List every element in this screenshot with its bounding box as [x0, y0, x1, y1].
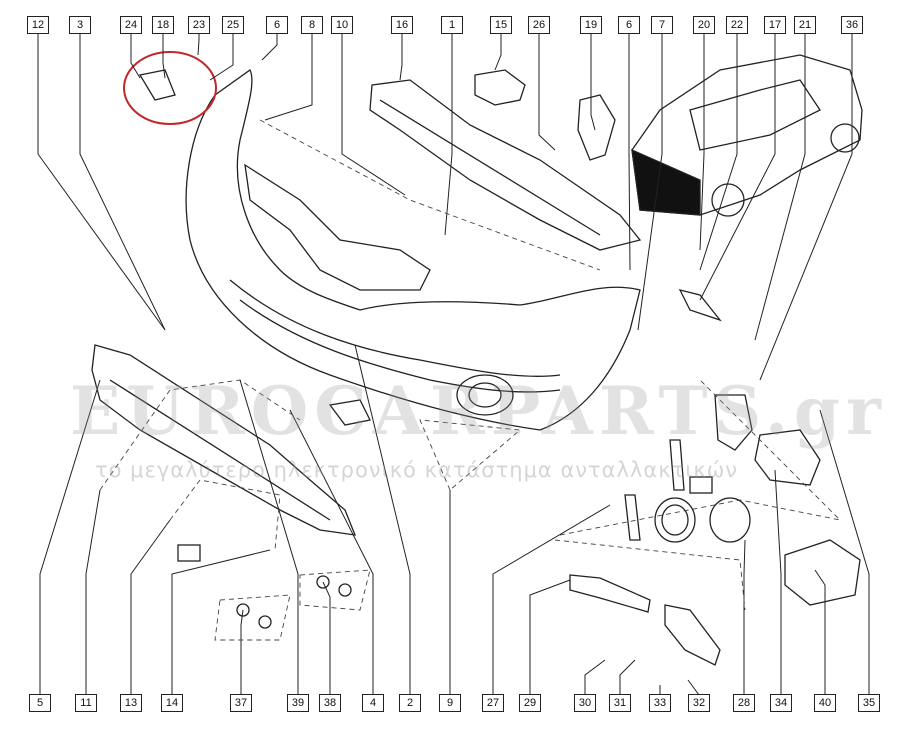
leader-line-14 [171, 549, 271, 694]
leader-line-28 [743, 539, 746, 694]
leader-line-11 [85, 489, 101, 694]
callout-label-16[interactable]: 16 [391, 16, 413, 34]
leader-line-1 [444, 34, 453, 236]
lower-spoiler [91, 344, 357, 536]
callout-label-32[interactable]: 32 [688, 694, 710, 712]
bracket-28 [664, 604, 721, 666]
callout-label-22[interactable]: 22 [726, 16, 748, 34]
callout-label-3[interactable]: 3 [69, 16, 91, 34]
highlight-circle [123, 51, 217, 125]
clip-box [784, 539, 861, 606]
callout-label-6[interactable]: 6 [618, 16, 640, 34]
leader-line-37 [240, 609, 244, 694]
callout-label-33[interactable]: 33 [649, 694, 671, 712]
upper-grille [244, 163, 431, 291]
leader-line-26 [538, 34, 556, 151]
callout-label-37[interactable]: 37 [230, 694, 252, 712]
callout-label-40[interactable]: 40 [814, 694, 836, 712]
callout-label-15[interactable]: 15 [490, 16, 512, 34]
leader-line-5 [39, 379, 101, 694]
callout-label-7[interactable]: 7 [651, 16, 673, 34]
leader-line-10 [341, 34, 406, 196]
leader-line-19 [590, 34, 596, 131]
callout-label-5[interactable]: 5 [29, 694, 51, 712]
leader-lines [37, 34, 870, 700]
leader-line-35 [819, 409, 870, 694]
leader-line-6 [261, 34, 278, 61]
callout-label-12[interactable]: 12 [27, 16, 49, 34]
callout-label-10[interactable]: 10 [331, 16, 353, 34]
leader-line-3 [79, 34, 166, 331]
leader-line-13 [130, 519, 171, 694]
leader-line-7 [637, 34, 663, 331]
dashed-assembly-lines [99, 119, 842, 641]
callout-label-18[interactable]: 18 [152, 16, 174, 34]
leader-line-4 [289, 409, 374, 694]
leader-line-36 [759, 34, 853, 381]
callout-label-6[interactable]: 6 [266, 16, 288, 34]
callout-label-4[interactable]: 4 [362, 694, 384, 712]
callout-label-20[interactable]: 20 [693, 16, 715, 34]
callout-label-29[interactable]: 29 [519, 694, 541, 712]
leader-line-24 [130, 34, 141, 79]
energy-absorber [369, 79, 642, 251]
leader-line-15 [494, 34, 502, 71]
callout-label-30[interactable]: 30 [574, 694, 596, 712]
callout-label-1[interactable]: 1 [441, 16, 463, 34]
leader-line-2 [354, 344, 411, 694]
bracket-19 [577, 94, 616, 161]
callout-label-35[interactable]: 35 [858, 694, 880, 712]
leader-line-21 [754, 34, 806, 341]
callout-label-39[interactable]: 39 [287, 694, 309, 712]
callout-label-28[interactable]: 28 [733, 694, 755, 712]
callout-label-19[interactable]: 19 [580, 16, 602, 34]
leader-line-38 [322, 581, 331, 694]
foglamp [714, 394, 753, 451]
callout-label-14[interactable]: 14 [161, 694, 183, 712]
leader-line-30 [584, 659, 606, 694]
leader-line-40 [814, 569, 826, 694]
callout-label-38[interactable]: 38 [319, 694, 341, 712]
callout-label-21[interactable]: 21 [794, 16, 816, 34]
callout-label-17[interactable]: 17 [764, 16, 786, 34]
callout-label-27[interactable]: 27 [482, 694, 504, 712]
leader-line-16 [399, 34, 403, 81]
callout-label-36[interactable]: 36 [841, 16, 863, 34]
bumper-cover [185, 69, 641, 431]
leader-line-25 [209, 34, 234, 81]
bumper-parts [91, 51, 863, 666]
watermark-brand: EUROCARPARTS.gr [70, 372, 887, 450]
leader-line-39 [239, 379, 299, 694]
callout-label-26[interactable]: 26 [528, 16, 550, 34]
callout-label-2[interactable]: 2 [399, 694, 421, 712]
leader-line-27 [492, 504, 611, 694]
callout-label-34[interactable]: 34 [770, 694, 792, 712]
callout-label-13[interactable]: 13 [120, 694, 142, 712]
callout-label-11[interactable]: 11 [75, 694, 97, 712]
callout-label-8[interactable]: 8 [301, 16, 323, 34]
leader-line-34 [774, 469, 782, 694]
leader-line-29 [529, 579, 571, 694]
leader-line-23 [197, 34, 200, 56]
callout-label-23[interactable]: 23 [188, 16, 210, 34]
watermark-tagline: το μεγαλύτερο ηλεκτρονικό κατάστημα αντα… [95, 458, 739, 482]
callout-label-24[interactable]: 24 [120, 16, 142, 34]
foglamp-housing [754, 429, 821, 486]
leader-line-18 [162, 34, 166, 79]
leader-line-32 [687, 679, 700, 697]
leader-line-31 [619, 659, 636, 694]
leader-line-17 [699, 34, 776, 301]
leader-line-12 [37, 34, 166, 331]
leader-line-8 [264, 34, 313, 121]
leader-line-20 [699, 34, 705, 251]
callout-label-9[interactable]: 9 [439, 694, 461, 712]
vehicle-icon [631, 54, 863, 217]
bracket-15 [474, 69, 526, 106]
bracket-29 [569, 574, 651, 613]
callout-label-25[interactable]: 25 [222, 16, 244, 34]
leader-line-6 [628, 34, 631, 271]
callout-label-31[interactable]: 31 [609, 694, 631, 712]
leader-line-22 [699, 34, 738, 271]
